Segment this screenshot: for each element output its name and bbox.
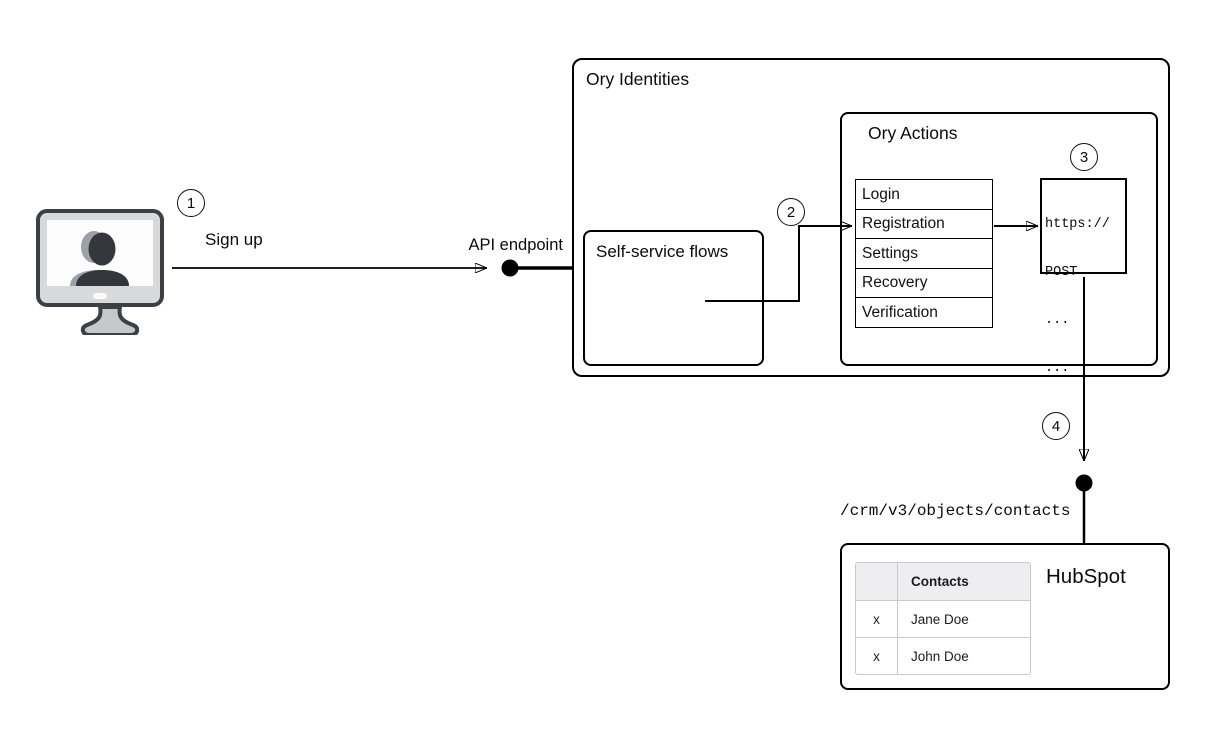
table-row: x Jane Doe xyxy=(856,600,1030,637)
user-computer-icon xyxy=(36,209,164,335)
self-service-flows-title: Self-service flows xyxy=(596,242,729,261)
table-cell: John Doe xyxy=(911,648,969,664)
monitor-button xyxy=(93,293,107,299)
flow-row-verification: Verification xyxy=(855,297,993,328)
flow-row-recovery: Recovery xyxy=(855,267,993,299)
flow-label: Recovery xyxy=(862,274,928,291)
step-3-badge: 3 xyxy=(1070,143,1098,171)
flow-label: Registration xyxy=(862,215,945,232)
ory-identities-box: Ory Identities Self-service flows Ory Ac… xyxy=(572,58,1170,377)
api-endpoint-dot xyxy=(501,259,519,277)
flow-list: Login Registration Settings Recovery Ver… xyxy=(855,179,993,328)
table-row: x John Doe xyxy=(856,637,1030,674)
code-line: POST xyxy=(1045,265,1078,280)
flow-row-login: Login xyxy=(855,179,993,210)
ory-actions-box: Ory Actions Login Registration Settings … xyxy=(840,112,1158,376)
table-cell: Jane Doe xyxy=(911,611,969,627)
hubspot-contacts-table: Contacts x Jane Doe x John Doe xyxy=(855,562,1031,675)
step-4-number: 4 xyxy=(1051,417,1061,435)
flow-row-registration: Registration xyxy=(855,208,993,240)
step-2-badge: 2 xyxy=(777,198,805,226)
code-line: ... xyxy=(1045,361,1070,376)
flow-row-settings: Settings xyxy=(855,238,993,269)
webhook-request-box: https:// POST ... ... xyxy=(1040,178,1127,376)
ory-actions-title: Ory Actions xyxy=(868,123,958,143)
table-header-cell-empty xyxy=(856,563,898,600)
ory-identities-title: Ory Identities xyxy=(586,69,690,89)
step-3-number: 3 xyxy=(1079,148,1089,166)
step-4-badge: 4 xyxy=(1042,412,1070,440)
table-cell: x xyxy=(856,638,898,674)
hubspot-title: HubSpot xyxy=(1046,565,1126,588)
step-1-badge: 1 xyxy=(177,189,205,217)
table-cell: x xyxy=(856,601,898,637)
self-service-flows-box: Self-service flows xyxy=(583,230,764,366)
hubspot-endpoint-dot xyxy=(1075,474,1093,492)
step-2-number: 2 xyxy=(786,203,796,221)
code-line: ... xyxy=(1045,313,1070,328)
monitor-stand xyxy=(80,305,140,335)
table-header-row: Contacts xyxy=(856,563,1030,600)
sign-up-label: Sign up xyxy=(205,230,263,249)
person-silhouette-icon xyxy=(70,231,129,286)
step-1-number: 1 xyxy=(186,194,196,212)
flow-label: Verification xyxy=(862,303,938,321)
flow-label: Login xyxy=(862,185,900,203)
api-endpoint-label: API endpoint xyxy=(468,236,564,254)
flow-label: Settings xyxy=(862,244,919,262)
hubspot-box: HubSpot Contacts x Jane Doe x John Doe xyxy=(840,543,1170,690)
table-header-cell-contacts: Contacts xyxy=(911,574,969,589)
code-line: https:// xyxy=(1045,217,1110,232)
crm-endpoint-path-label: /crm/v3/objects/contacts xyxy=(840,502,1071,520)
